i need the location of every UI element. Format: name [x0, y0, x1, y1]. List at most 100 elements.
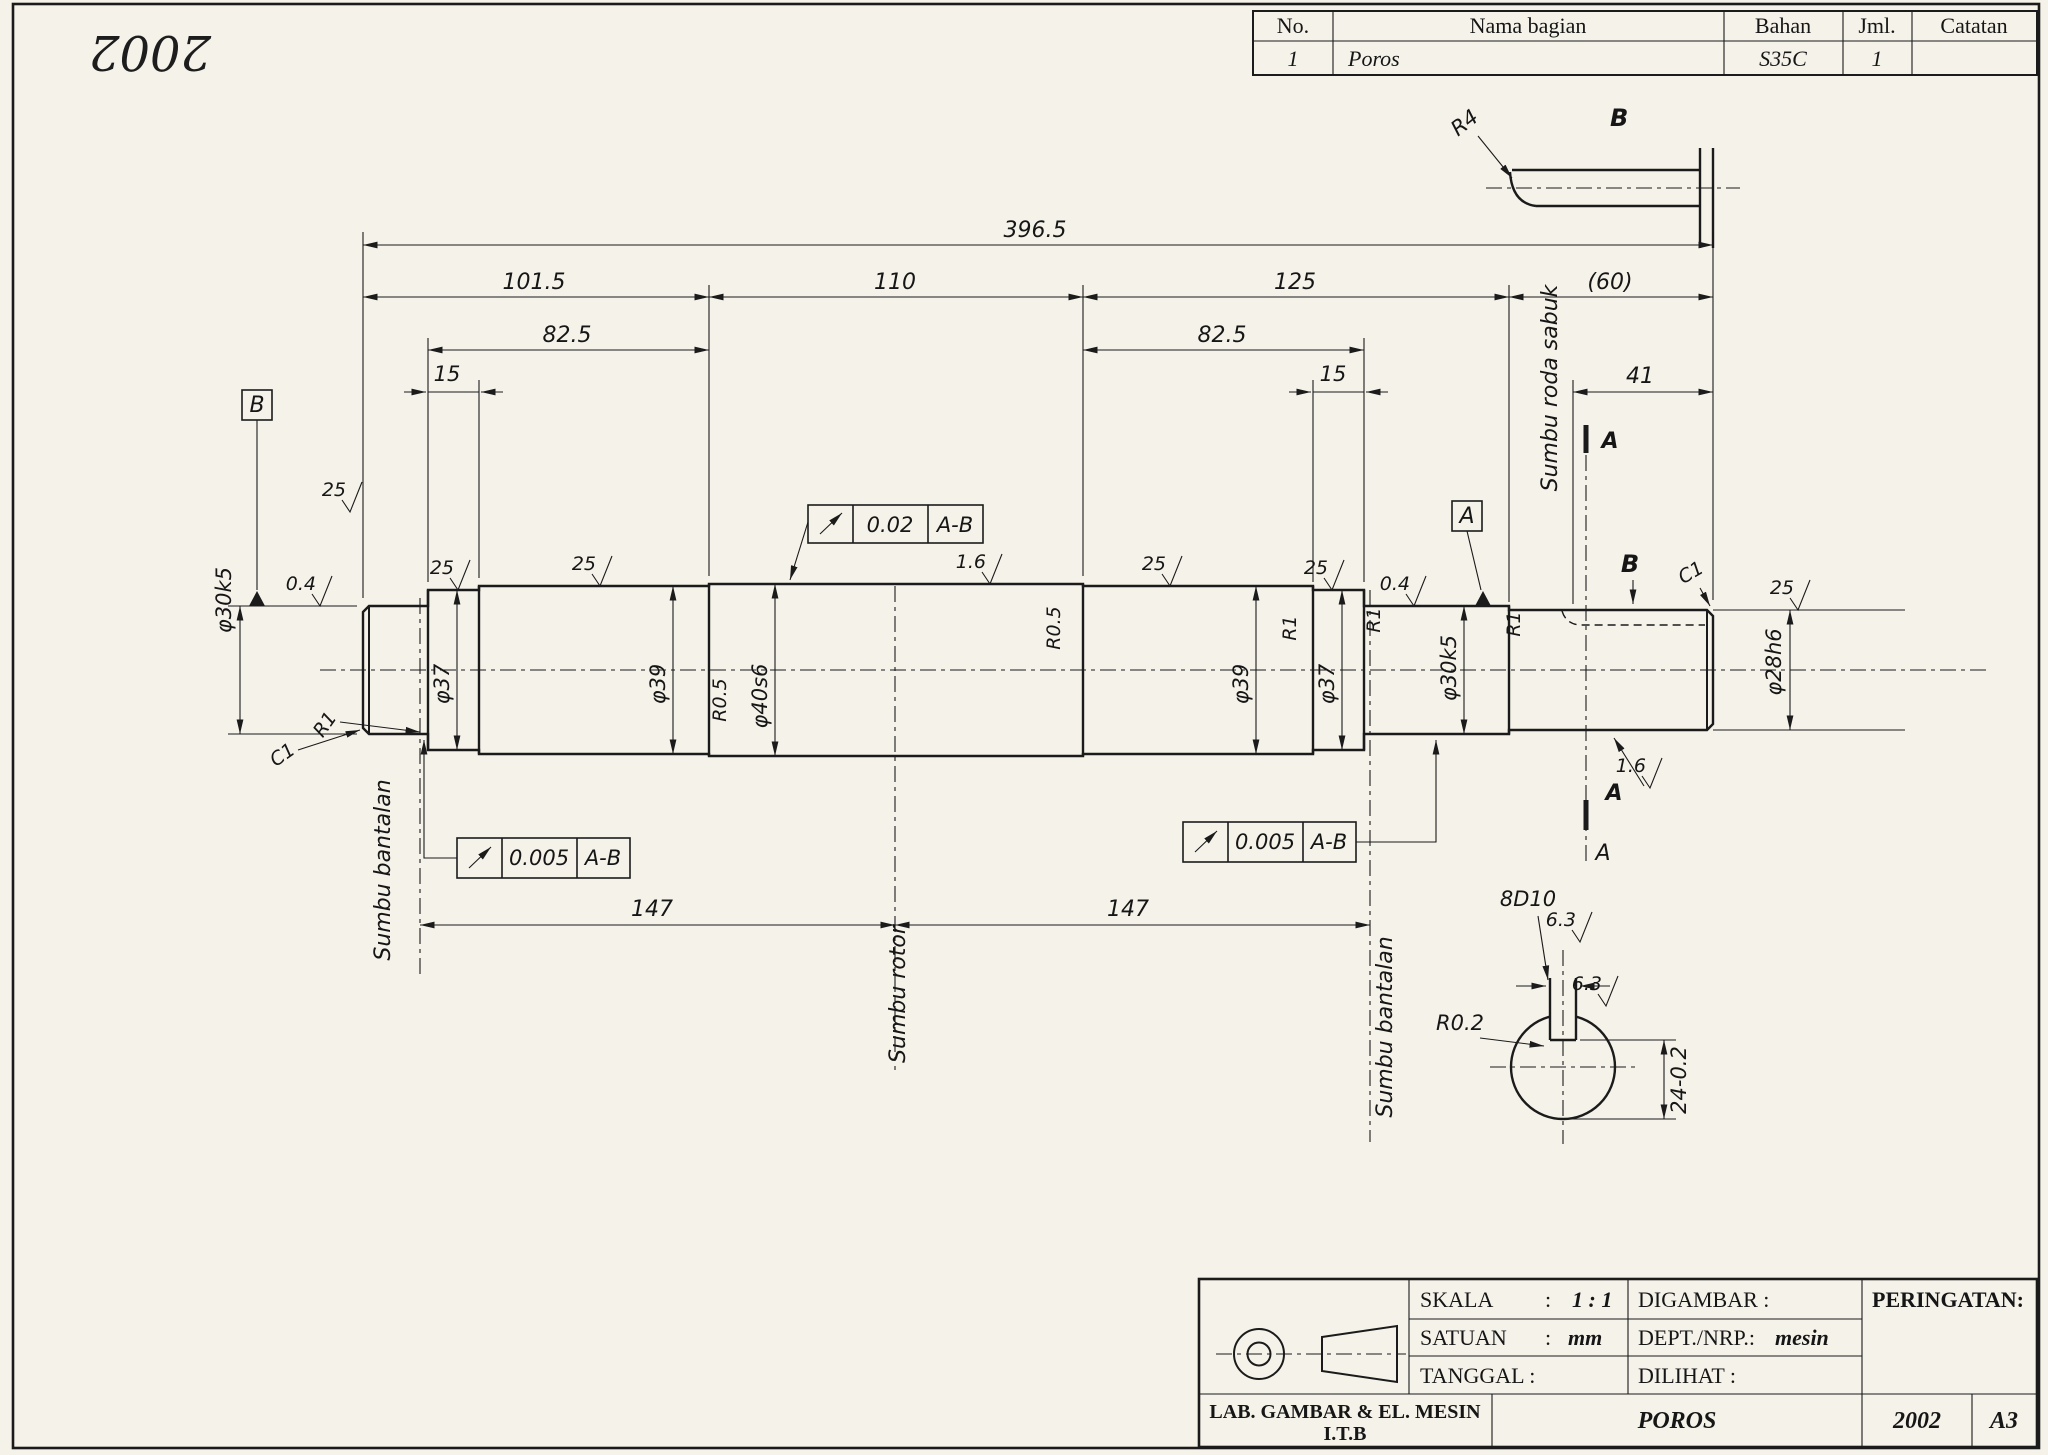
- tolerance-frames: 0.02 A-B 0.005 A-B 0.005 A-B: [420, 504, 1440, 879]
- dim-seg4: (60): [1587, 270, 1632, 295]
- year-stamp: 2002: [89, 24, 212, 80]
- runout-frame-left: 0.005 A-B: [420, 740, 631, 879]
- tb-skala-label: SKALA: [1420, 1287, 1493, 1312]
- detail-b-callout-label: B: [1621, 550, 1639, 578]
- dim-l15: 15: [434, 362, 461, 386]
- ra-left-end: 25: [322, 479, 346, 501]
- roughness-check: [311, 575, 333, 608]
- col-header-qty: Jml.: [1858, 13, 1895, 38]
- parts-table-grid: [1253, 11, 2037, 75]
- roughness-check: [1405, 575, 1427, 608]
- tb-peringatan-label: PERINGATAN:: [1872, 1287, 2024, 1312]
- detail-b-label: B: [1610, 104, 1628, 132]
- roughness-check: [1571, 911, 1593, 944]
- tb-paper-size: A3: [1988, 1408, 2018, 1434]
- ra-37-right: 25: [1304, 557, 1328, 579]
- chamfer-left-label: C1: [266, 739, 299, 772]
- ra-right-journal: 0.4: [1380, 573, 1410, 595]
- dim-r147: 147: [1107, 897, 1149, 922]
- runout-right-datum: A-B: [1309, 830, 1347, 854]
- section-a-top-label: A: [1599, 429, 1618, 454]
- dia-39-left: φ39: [646, 664, 670, 705]
- datum-a-label: A: [1457, 504, 1474, 529]
- fillet-r1-a: R1: [1279, 615, 1301, 640]
- runout-symbol: [1194, 830, 1218, 853]
- row-name: Poros: [1347, 46, 1400, 71]
- row-material: S35C: [1759, 46, 1807, 71]
- sheet-border: [11, 2, 2041, 1450]
- centerlines: [320, 425, 1988, 1142]
- r4-label: R4: [1446, 105, 1483, 141]
- col-header-name: Nama bagian: [1470, 13, 1587, 38]
- axis-label-left-bearing: Sumbu bantalan: [371, 779, 396, 960]
- dim-seg2: 110: [874, 270, 916, 295]
- title-block: SKALA : 1 : 1 DIGAMBAR : SATUAN : mm DEP…: [1197, 1277, 2039, 1449]
- roughness-check: [1597, 975, 1619, 1008]
- chamfer-right-label: C1: [1675, 557, 1708, 589]
- runout-frame-right: 0.005 A-B: [1182, 740, 1440, 863]
- runout-left-value: 0.005: [509, 846, 569, 870]
- roughness-check: [981, 553, 1003, 586]
- dim-l82: 82.5: [543, 323, 592, 348]
- main-view: 396.5 101.5 110 125 (60) 82.5 82.5 15 15…: [212, 218, 1988, 1142]
- col-header-material: Bahan: [1755, 13, 1811, 38]
- ra-40-center: 1.6: [956, 551, 986, 573]
- surface-roughness-marks: 25 0.4 25 25 1.6 25 25 0.4 25 1.6: [286, 479, 1811, 790]
- shaft-outline: [361, 582, 1715, 758]
- roughness-check: [341, 481, 363, 514]
- datum-a-triangle: [1475, 591, 1491, 606]
- r4-leader: [1477, 135, 1513, 179]
- runout-top-value: 0.02: [867, 513, 914, 537]
- axis-label-belt: Sumbu roda sabuk: [1538, 283, 1563, 491]
- section-aa-view: 8D10 6.3 6.3 R0.2 24-0.2: [1436, 887, 1691, 1144]
- section-a-bottom-label-2: A: [1593, 841, 1610, 866]
- runout-left-leader: [420, 740, 457, 859]
- fillet-r1-b: R1: [1363, 607, 1385, 632]
- extension-lines: [228, 232, 1905, 735]
- datum-b-triangle: [249, 591, 265, 606]
- ra-28-bottom-leader: [1613, 737, 1645, 787]
- diameter-dimensions: φ30k5 φ37 φ39 φ40s6 φ39 φ37 φ30k5 φ28h6: [212, 567, 1794, 756]
- row-qty: 1: [1872, 46, 1883, 71]
- axis-labels: Sumbu bantalan Sumbu rotor Sumbu bantala…: [371, 283, 1563, 1117]
- tb-part-name: POROS: [1637, 1408, 1717, 1434]
- detail-b-end-face: [1698, 148, 1715, 248]
- ra-keyway-bottom: 6.3: [1572, 973, 1602, 995]
- dimensions-bottom: 147 147: [420, 897, 1370, 929]
- detail-b-view: R4 B: [1446, 104, 1740, 248]
- fillet-chamfer-labels: C1 R1 R0.5 R0.5 R1 R1 R1 C1: [266, 557, 1711, 772]
- fillet-left-label: R1: [309, 708, 342, 741]
- dia-left-journal: φ30k5: [212, 567, 236, 633]
- datum-targets: B A: [241, 389, 1491, 606]
- tb-skala-colon: :: [1545, 1287, 1551, 1312]
- tb-year: 2002: [1892, 1408, 1941, 1434]
- runout-top-leader: [789, 521, 809, 581]
- ra-left-journal: 0.4: [286, 573, 316, 595]
- dim-total: 396.5: [1004, 218, 1067, 243]
- dim-seg1: 101.5: [503, 270, 566, 295]
- keyway-hidden-line: [1561, 610, 1705, 626]
- axis-label-right-bearing: Sumbu bantalan: [1373, 936, 1398, 1117]
- dim-key-length: 41: [1626, 364, 1654, 389]
- ra-39-right: 25: [1142, 553, 1166, 575]
- keyway-fillet-label: R0.2: [1436, 1011, 1484, 1035]
- dia-37-left: φ37: [430, 663, 454, 704]
- col-header-notes: Catatan: [1940, 13, 2007, 38]
- roughness-check: [1161, 555, 1183, 588]
- detail-b-callout: B: [1621, 550, 1639, 604]
- tb-satuan-colon: :: [1545, 1325, 1551, 1350]
- tb-dept-label: DEPT./NRP.:: [1638, 1325, 1755, 1350]
- title-block-grid: [1199, 1279, 2037, 1447]
- roughness-check: [1789, 579, 1811, 612]
- dim-l147: 147: [631, 897, 673, 922]
- runout-right-leader: [1356, 740, 1440, 843]
- ra-28-top: 25: [1770, 577, 1794, 599]
- ra-39-left: 25: [572, 553, 596, 575]
- tb-dept-value: mesin: [1775, 1325, 1829, 1350]
- ra-keyway-side: 6.3: [1546, 909, 1576, 931]
- runout-top-datum: A-B: [935, 513, 973, 537]
- runout-symbol: [819, 512, 843, 535]
- chamfer-edges: [368, 606, 1708, 734]
- dim-seg3: 125: [1274, 270, 1316, 295]
- section-a-bottom-label: A: [1603, 781, 1622, 806]
